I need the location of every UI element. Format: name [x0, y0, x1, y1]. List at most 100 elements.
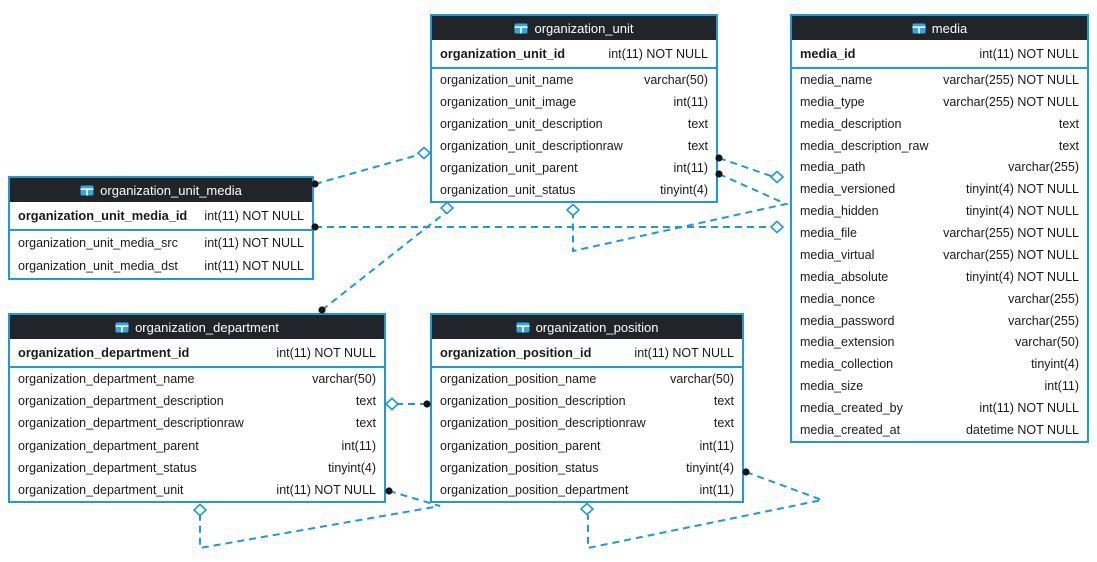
- table-grid-icon: [115, 322, 129, 333]
- column-type: datetime NOT NULL: [965, 422, 1079, 437]
- column-name: media_created_by: [800, 401, 903, 416]
- relation-line[interactable]: [321, 212, 446, 311]
- column-type: varchar(255): [1008, 291, 1079, 306]
- relation-line[interactable]: [314, 154, 419, 185]
- foreign-key-end-dot-icon: [311, 180, 319, 188]
- column-name: organization_position_name: [440, 372, 597, 387]
- table-organization_position[interactable]: organization_position organization_positi…: [430, 313, 744, 503]
- column-type: text: [355, 416, 376, 431]
- rel-unit-parent-self-reference[interactable]: [565, 170, 790, 253]
- column-name: media_name: [800, 72, 873, 87]
- rel-unit-image-to-media[interactable]: [715, 154, 785, 184]
- column-name: organization_department_parent: [18, 438, 199, 453]
- column-type: varchar(50): [1015, 335, 1079, 350]
- column-name: media_file: [800, 226, 857, 241]
- rel-department-unit-to-organization-unit[interactable]: [318, 201, 455, 314]
- rel-unit-media-src-to-organization-unit[interactable]: [311, 146, 432, 188]
- relation-line[interactable]: [587, 471, 826, 550]
- rel-position-department-to-organization-department[interactable]: [384, 397, 431, 411]
- column-name: media_description_raw: [800, 138, 929, 153]
- table-title: organization_department: [135, 319, 279, 335]
- column-type: text: [355, 394, 376, 409]
- column-name: organization_department_descriptionraw: [18, 416, 244, 431]
- table-grid-icon: [115, 322, 129, 332]
- column-type: tinyint(4): [686, 460, 734, 475]
- column-row[interactable]: media_file varchar(255) NOT NULL: [792, 222, 1087, 244]
- column-type: int(11): [699, 438, 734, 453]
- column-name: media_size: [800, 379, 864, 394]
- column-type: int(11) NOT NULL: [979, 401, 1079, 416]
- table-organization_department[interactable]: organization_department organization_depa…: [8, 313, 386, 503]
- table-title: media: [931, 20, 968, 36]
- rel-department-parent-self-reference[interactable]: [192, 487, 441, 550]
- column-row[interactable]: media_created_by int(11) NOT NULL: [792, 397, 1087, 419]
- column-row[interactable]: organization_department_descriptionraw te…: [10, 412, 384, 434]
- table-grid-icon: [80, 185, 94, 195]
- table-grid-icon: [516, 322, 530, 332]
- rel-position-parent-self-reference[interactable]: [579, 468, 826, 550]
- column-type: text: [1058, 116, 1079, 131]
- foreign-key-end-dot-icon: [423, 400, 431, 408]
- column-name: organization_department_description: [18, 394, 224, 409]
- pk-column-type: int(11) NOT NULL: [276, 345, 376, 360]
- column-name: media_created_at: [800, 422, 901, 437]
- table-title: organization_unit: [534, 20, 634, 36]
- column-row[interactable]: media_created_at datetime NOT NULL: [792, 419, 1087, 441]
- column-name: media_virtual: [800, 247, 875, 262]
- table-title: organization_position: [535, 319, 659, 335]
- relation-line[interactable]: [572, 173, 790, 253]
- column-name: media_nonce: [800, 291, 876, 306]
- column-type: varchar(255) NOT NULL: [943, 226, 1079, 241]
- rel-unit-media-dst-to-media[interactable]: [311, 220, 785, 234]
- column-name: media_path: [800, 160, 866, 175]
- column-type: int(11): [699, 482, 734, 497]
- table-grid-icon: [514, 23, 528, 34]
- foreign-key-end-dot-icon: [385, 487, 393, 495]
- relation-line[interactable]: [199, 490, 441, 550]
- column-row[interactable]: organization_department_description text: [10, 390, 384, 412]
- relation-line[interactable]: [718, 157, 772, 177]
- column-row[interactable]: media_nonce varchar(255): [792, 288, 1087, 310]
- table-grid-icon: [912, 23, 926, 33]
